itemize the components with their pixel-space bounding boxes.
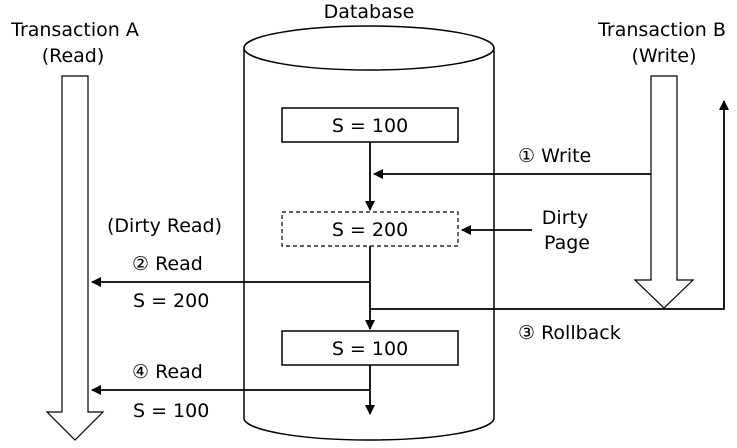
dirty-page-label-line2: Page [544,232,590,254]
dirty-page-label-line1: Dirty [542,207,588,229]
rollback-arrow [370,100,729,310]
step-read-dirty-label: ② Read [132,253,203,275]
value-box-initial-text: S = 100 [332,115,408,137]
transaction-b-timeline-arrow [633,75,695,309]
value-box-restored-text: S = 100 [332,338,408,360]
dirty-read-label: (Dirty Read) [107,215,222,237]
step-read-final-label: ④ Read [132,361,203,383]
transaction-b-title: Transaction B [597,19,726,41]
step-rollback-label: ③ Rollback [518,322,621,344]
value-box-restored [281,330,459,366]
transaction-a-timeline-arrow [45,75,105,441]
value-box-dirty [281,211,459,247]
read-dirty-value: S = 200 [133,290,209,312]
transaction-b-mode: (Write) [632,45,697,67]
transaction-a-mode: (Read) [42,45,105,67]
database-title: Database [324,1,415,23]
step-write-label: ① Write [518,145,591,167]
transaction-a-title: Transaction A [10,19,139,41]
read-final-value: S = 100 [133,400,209,422]
value-box-dirty-text: S = 200 [332,219,408,241]
